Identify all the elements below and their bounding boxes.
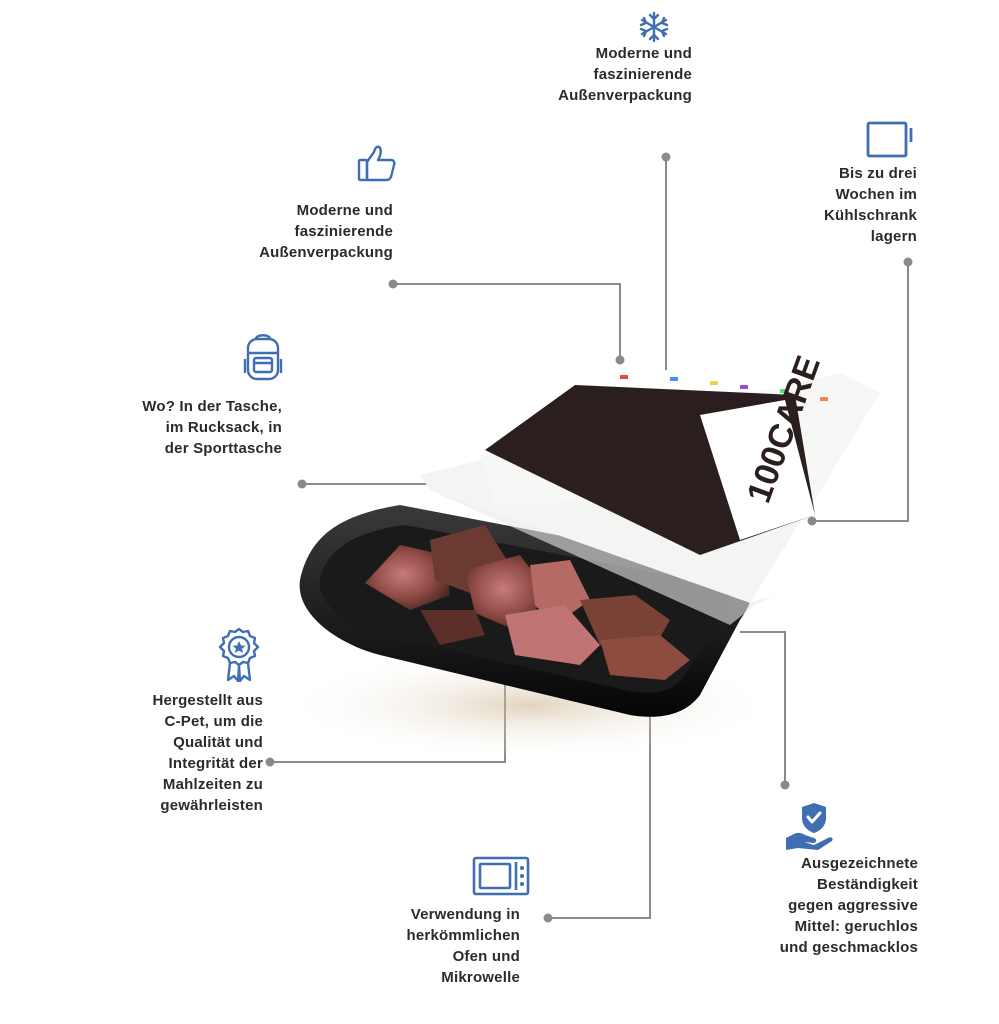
snowflake-icon [637, 10, 671, 44]
thumbs-up-icon [356, 143, 398, 183]
meal-tray-image: 100CARE [280, 355, 880, 760]
award-badge-icon [216, 626, 262, 684]
backpack-icon [242, 331, 284, 383]
feature-label-packaging-top: Moderne und faszinierende Außenverpackun… [558, 45, 692, 104]
feature-label-oven: Verwendung in herkömmlichen Ofen und Mik… [406, 906, 520, 986]
feature-label-carry: Wo? In der Tasche, im Rucksack, in der S… [142, 398, 282, 457]
feature-label-quality: Hergestellt aus C-Pet, um die Qualität u… [152, 692, 263, 814]
connector-resistance [740, 631, 786, 785]
feature-label-resistance: Ausgezeichnete Beständigkeit gegen aggre… [779, 855, 918, 956]
shield-hand-icon [784, 800, 836, 852]
connector-fridge [812, 262, 909, 522]
fridge-icon [866, 120, 916, 158]
feature-label-packaging: Moderne und faszinierende Außenverpackun… [259, 202, 393, 261]
microwave-icon [472, 856, 530, 896]
connector-oven [548, 672, 651, 919]
connector-thumbs [393, 283, 621, 360]
feature-label-fridge: Bis zu drei Wochen im Kühlschrank lagern [823, 165, 917, 245]
